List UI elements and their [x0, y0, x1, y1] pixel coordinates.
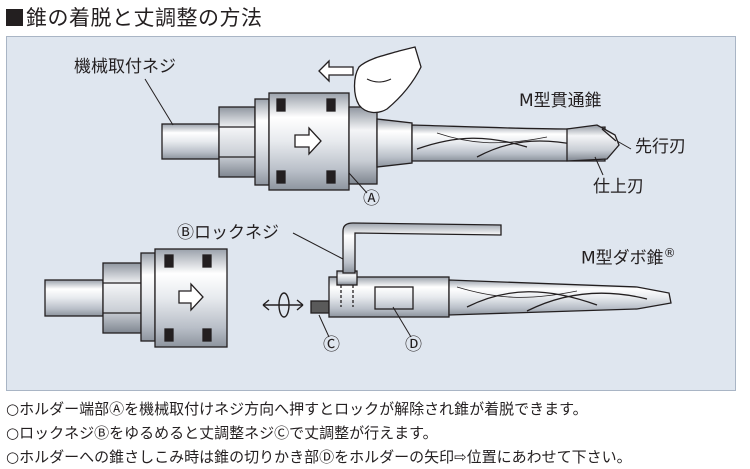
hex-key-wrench	[342, 222, 502, 274]
title-text: 錐の着脱と丈調整の方法	[26, 6, 263, 30]
bottom-holder-assembly	[44, 248, 228, 348]
note-item: ○ロックネジⒷをゆるめると丈調整ネジⒸで丈調整が行えます。	[6, 424, 438, 442]
label-tip-blade: 先行刃	[635, 137, 686, 157]
top-drill-body	[411, 124, 606, 162]
bottom-drill-body	[448, 279, 672, 316]
bottom-dowel-drill	[310, 270, 672, 318]
title-square-bullet	[6, 9, 23, 26]
top-drill-neck	[376, 118, 413, 168]
adjust-rotate-arrow-icon	[262, 292, 304, 318]
section-title: 錐の着脱と丈調整の方法	[6, 4, 263, 32]
label-m-through-drill: M型貫通錐	[519, 91, 602, 111]
bottom-leader-lines	[292, 232, 412, 338]
label-finish-blade: 仕上刃	[593, 177, 644, 197]
hand-finger-icon	[353, 46, 422, 114]
top-leader-lines	[144, 78, 632, 194]
registered-mark: ®	[663, 246, 676, 260]
marker-d: Ⓓ	[405, 335, 422, 355]
note-item: ○ホルダーへの錐さしこみ時は錐の切りかき部Ⓓをホルダーの矢印⇨位置にあわせて下さ…	[6, 448, 632, 466]
top-hex-nut	[218, 106, 256, 178]
bottom-collar	[140, 252, 156, 342]
diagram-panel: 機械取付ネジ M型貫通錐 先行刃 仕上刃 Ⓐ Ⓑロックネジ M型ダボ錐® Ⓒ Ⓓ	[6, 36, 736, 391]
m-dowel-drill-text: M型ダボ錐	[581, 248, 664, 269]
drill-holder-diagram	[44, 46, 672, 348]
note-item: ○ホルダー端部Ⓐを機械取付けネジ方向へ押すとロックが解除され錐が着脱できます。	[6, 400, 588, 418]
adjust-screw	[310, 300, 330, 314]
label-m-dowel-drill: M型ダボ錐®	[581, 243, 676, 269]
top-collar	[254, 98, 270, 186]
bottom-shank	[44, 279, 104, 317]
top-holder-arrow-icon	[294, 126, 322, 156]
bottom-hex-nut	[102, 262, 142, 334]
bottom-holder-arrow-icon	[178, 282, 204, 312]
usage-notes: ○ホルダー端部Ⓐを機械取付けネジ方向へ押すとロックが解除され錐が着脱できます。 …	[6, 397, 746, 469]
marker-c: Ⓒ	[323, 335, 340, 355]
push-direction-arrow-icon	[318, 59, 354, 83]
top-holder-end-sleeve	[348, 106, 378, 185]
label-machine-screw: 機械取付ネジ	[74, 57, 176, 77]
label-lock-screw: Ⓑロックネジ	[177, 223, 279, 243]
marker-a: Ⓐ	[363, 189, 380, 209]
top-holder-assembly	[161, 92, 620, 191]
top-drill-tip	[566, 124, 620, 162]
top-shank	[161, 123, 220, 160]
